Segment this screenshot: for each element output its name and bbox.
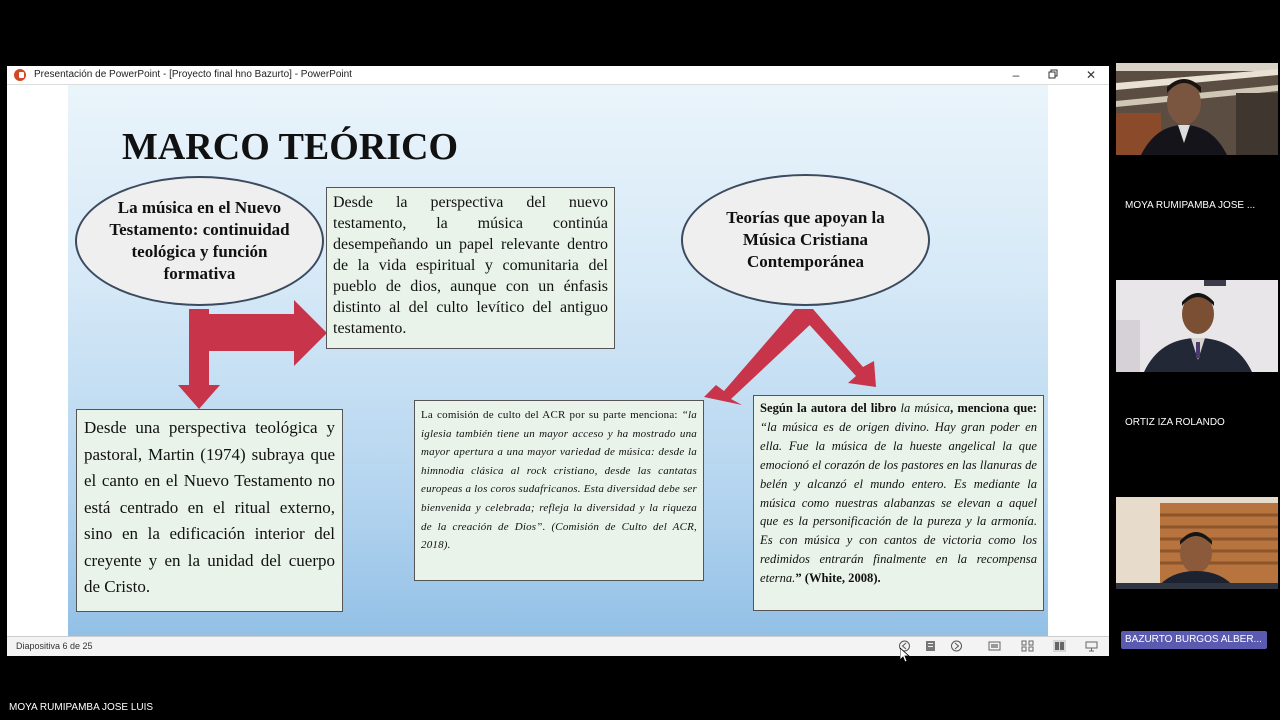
minimize-icon[interactable]: – xyxy=(1012,68,1020,82)
status-bar: Diapositiva 6 de 25 xyxy=(7,636,1109,656)
slide-canvas: MARCO TEÓRICO La música en el Nuevo Test… xyxy=(68,85,1048,636)
box-comision-acr: La comisión de culto del ACR por su part… xyxy=(414,400,704,581)
box-mid-quote: “la iglesia también tiene un mayor acces… xyxy=(421,409,697,552)
box-white: Según la autora del libro la música, men… xyxy=(753,395,1044,611)
ellipse-teorias: Teorías que apoyan la Música Cristiana C… xyxy=(681,174,930,306)
box-right-citation: ” (White, 2008). xyxy=(795,571,881,586)
powerpoint-icon xyxy=(14,69,26,81)
slide-view-icon[interactable] xyxy=(988,640,1001,652)
participant-name-3: BAZURTO BURGOS ALBER... xyxy=(1125,634,1262,645)
self-name-label: MOYA RUMIPAMBA JOSE LUIS xyxy=(9,702,154,713)
box-right-book: la música xyxy=(900,401,951,415)
close-icon[interactable]: ✕ xyxy=(1085,68,1097,82)
restore-icon[interactable] xyxy=(1041,67,1065,83)
active-speaker-highlight xyxy=(1121,631,1267,649)
arrow-split-left xyxy=(704,309,813,405)
slide-title: MARCO TEÓRICO xyxy=(122,126,459,168)
slide-counter: Diapositiva 6 de 25 xyxy=(16,641,93,651)
participant-name-1: MOYA RUMIPAMBA JOSE ... xyxy=(1125,200,1256,211)
previous-icon[interactable] xyxy=(898,640,911,652)
arrows-graphic xyxy=(178,300,876,409)
box-right-lead: Según la autora del libro xyxy=(760,401,901,415)
box-mid-intro: La comisión de culto del ACR por su part… xyxy=(421,409,682,421)
arrow-right-top xyxy=(209,300,327,366)
notes-icon[interactable] xyxy=(924,640,937,652)
box-top-text: Desde la perspectiva del nuevo testament… xyxy=(333,194,608,337)
participant-video-1[interactable] xyxy=(1116,63,1278,155)
mouse-cursor-icon xyxy=(900,648,910,662)
participant-video-3[interactable] xyxy=(1116,497,1278,589)
ellipse-nuevo-testamento: La música en el Nuevo Testamento: contin… xyxy=(75,176,324,306)
participant-video-2[interactable] xyxy=(1116,280,1278,372)
grid-icon[interactable] xyxy=(1021,640,1034,652)
reading-view-icon[interactable] xyxy=(1053,640,1066,652)
title-bar: Presentación de PowerPoint - [Proyecto f… xyxy=(7,66,1109,85)
window-title: Presentación de PowerPoint - [Proyecto f… xyxy=(34,69,352,80)
next-icon[interactable] xyxy=(950,640,963,652)
box-bottom-left-text: Desde una perspectiva teológica y pastor… xyxy=(84,418,335,596)
ellipse-left-text: La música en el Nuevo Testamento: contin… xyxy=(109,198,290,283)
box-right-quote: “la música es de origen divino. Hay gran… xyxy=(760,419,1037,586)
participant-name-2: ORTIZ IZA ROLANDO xyxy=(1125,417,1225,428)
box-right-lead2: , menciona que: xyxy=(950,401,1037,415)
box-martin: Desde una perspectiva teológica y pastor… xyxy=(76,409,343,612)
presenter-icon[interactable] xyxy=(1085,640,1098,652)
powerpoint-window: Presentación de PowerPoint - [Proyecto f… xyxy=(7,66,1109,656)
arrow-split-right xyxy=(795,309,876,387)
ellipse-right-text: Teorías que apoyan la Música Cristiana C… xyxy=(726,208,885,271)
box-nuevo-testamento: Desde la perspectiva del nuevo testament… xyxy=(326,187,615,349)
arrow-down-left xyxy=(178,309,220,409)
